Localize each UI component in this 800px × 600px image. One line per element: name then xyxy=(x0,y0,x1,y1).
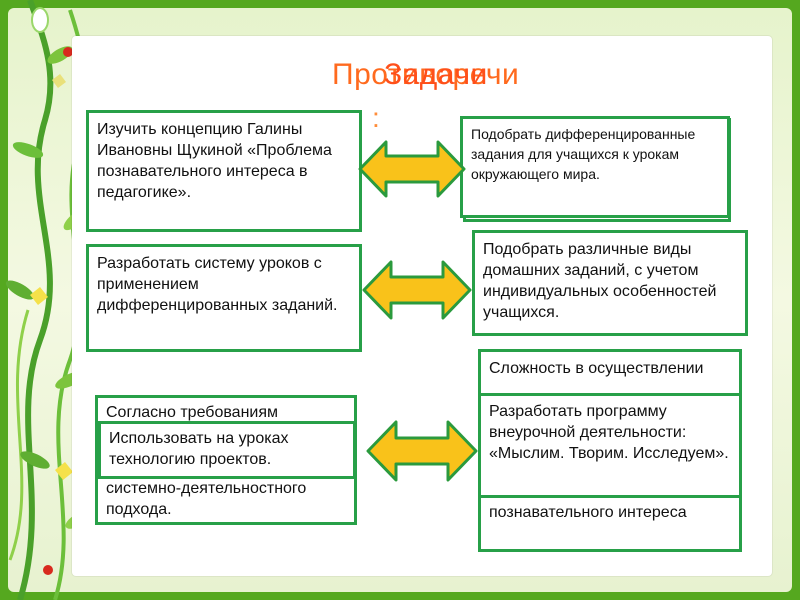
right-box-3-front-text: Разработать программу внеурочной деятель… xyxy=(489,403,729,462)
left-box-2-text: Разработать систему уроков с применением… xyxy=(97,255,338,314)
left-box-2: Разработать систему уроков с применением… xyxy=(86,244,362,352)
right-box-1: Подобрать дифференцированные задания для… xyxy=(460,116,730,218)
right-box-3-bottom-text: познавательного интереса xyxy=(489,504,687,521)
left-box-1: Изучить концепцию Галины Ивановны Щукино… xyxy=(86,110,362,232)
double-arrow-icon-3 xyxy=(366,420,478,482)
left-box-3-front-text: Использовать на уроках технологию проект… xyxy=(109,430,289,468)
double-arrow-icon-2 xyxy=(362,260,472,320)
right-box-2: Подобрать различные виды домашних задани… xyxy=(472,230,748,336)
right-box-3-back-text: Сложность в осуществлении xyxy=(489,360,704,377)
right-box-1-text: Подобрать дифференцированные задания для… xyxy=(471,126,696,182)
left-box-3-back-text: Согласно требованиям xyxy=(106,404,279,421)
double-arrow-icon-1 xyxy=(358,140,466,198)
title-colon-b: : xyxy=(372,102,380,133)
slide-title: Противоречи Задачи xyxy=(332,58,592,104)
title-layer-tasks: Задачи xyxy=(384,58,488,91)
right-box-2-text: Подобрать различные виды домашних задани… xyxy=(483,241,717,321)
left-box-3-front: Использовать на уроках технологию проект… xyxy=(98,421,356,479)
right-box-3-front: Разработать программу внеурочной деятель… xyxy=(478,393,742,498)
title-layer-contradictions: Противоречи xyxy=(332,58,520,91)
left-box-1-text: Изучить концепцию Галины Ивановны Щукино… xyxy=(97,121,332,201)
left-box-3-bottom-text: системно-деятельностного подхода. xyxy=(106,480,307,518)
